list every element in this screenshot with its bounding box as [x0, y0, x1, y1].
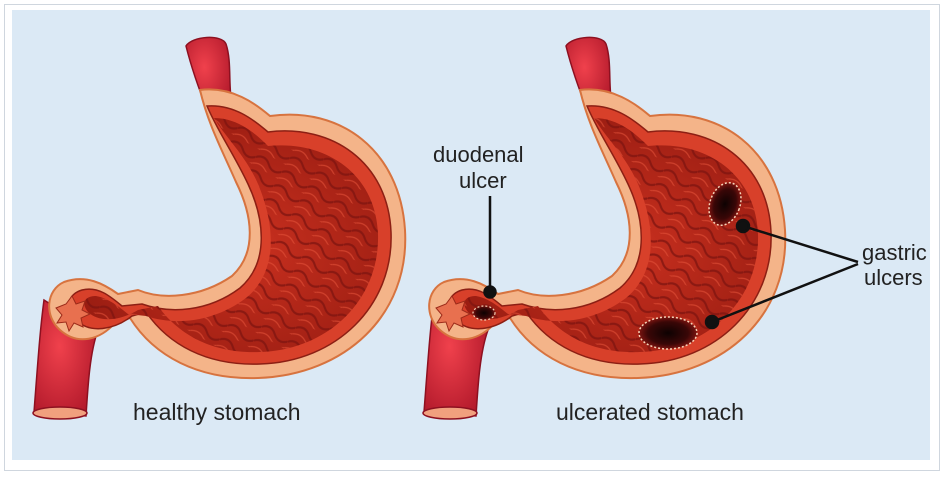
duodenal-ulcer-label-line2: ulcer [459, 168, 507, 193]
duodenal-ulcer-label-line1: duodenal [433, 142, 524, 167]
gastric-pointer-dot-upper [737, 220, 749, 232]
healthy-stomach-caption: healthy stomach [133, 400, 300, 425]
gastric-ulcers-label-line1: gastric [862, 240, 927, 265]
gastric-ulcers-label-line2: ulcers [864, 265, 923, 290]
ulcerated-stomach-illustration [423, 37, 785, 419]
gastric-pointer-dot-lower [706, 316, 718, 328]
gastric-ulcer-lower [639, 317, 697, 349]
ulcerated-stomach-caption: ulcerated stomach [556, 400, 744, 425]
duodenal-ulcer [473, 306, 495, 320]
healthy-stomach-illustration [33, 37, 405, 419]
duodenal-pointer-dot [485, 287, 496, 298]
